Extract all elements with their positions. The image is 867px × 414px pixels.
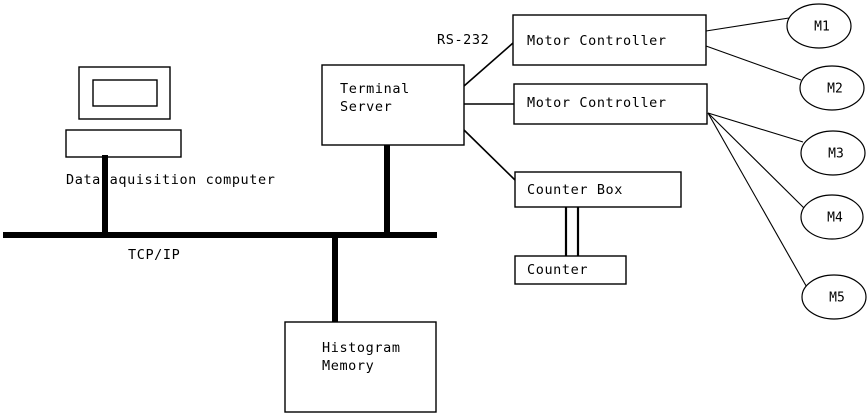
- link-motor-controller-1-to-m1: [705, 17, 790, 32]
- counter-box-group: Counter Box: [514, 171, 682, 208]
- terminal-server-group: Terminal Server: [321, 64, 465, 146]
- link-motor-controller-2-to-m4: [707, 112, 807, 211]
- motor-controller-2-label: Motor Controller: [527, 95, 667, 111]
- motor-m5-label: M5: [829, 291, 845, 306]
- link-motor-controller-2-to-m5: [707, 112, 810, 292]
- counter-box: [514, 171, 682, 208]
- counter-box-display: [514, 255, 627, 285]
- motor-m1-group: M1: [786, 3, 852, 49]
- histogram-memory-box: [284, 321, 437, 413]
- motor-links: [705, 17, 810, 292]
- link-motor-controller-1-to-m2: [705, 45, 802, 81]
- motor-m1-ellipse: [786, 3, 852, 49]
- motor-m3-group: M3: [800, 130, 866, 176]
- counter-label: Counter: [527, 262, 588, 278]
- data-acquisition-computer-group: Data aquisition computer: [65, 66, 275, 188]
- motor-controller-1-group: Motor Controller: [512, 14, 707, 66]
- motor-m3-ellipse: [800, 130, 866, 176]
- motor-m2-label: M2: [827, 82, 843, 97]
- terminal-server-box: [321, 64, 465, 146]
- tcpip-label: TCP/IP: [128, 247, 180, 263]
- motor-m3-label: M3: [828, 147, 844, 162]
- motor-m4-label: M4: [827, 211, 843, 226]
- motor-controller-2-group: Motor Controller: [513, 83, 708, 125]
- histogram-memory-group: Histogram Memory: [284, 321, 437, 413]
- motor-m1-label: M1: [814, 20, 830, 35]
- motor-controller-1-box: [512, 14, 707, 66]
- terminal-server-label-line1: Terminal: [340, 81, 410, 97]
- motor-m5-group: M5: [801, 274, 867, 320]
- terminal-server-label-line2: Server: [340, 99, 392, 115]
- histogram-memory-label-line2: Memory: [322, 358, 374, 374]
- motor-m2-ellipse: [799, 65, 865, 111]
- motor-controller-1-label: Motor Controller: [527, 33, 667, 49]
- rs232-label: RS-232: [437, 32, 489, 48]
- motor-m5-ellipse: [801, 274, 867, 320]
- counter-box-label: Counter Box: [527, 182, 623, 198]
- motor-m2-group: M2: [799, 65, 865, 111]
- link-terminal-server-to-motor-controller-1: [463, 42, 514, 87]
- computer-monitor-screen: [92, 79, 158, 107]
- counter-group: Counter: [514, 255, 627, 285]
- motor-m4-group: M4: [800, 194, 864, 240]
- counter-cable-group: [564, 207, 580, 258]
- motor-controller-2-box: [513, 83, 708, 125]
- histogram-memory-label-line1: Histogram: [322, 340, 401, 356]
- data-acquisition-computer-label: Data aquisition computer: [66, 172, 275, 188]
- link-motor-controller-2-to-m3: [707, 112, 804, 143]
- link-terminal-server-to-counter-box: [463, 129, 517, 182]
- terminal-server-links: [463, 42, 517, 182]
- computer-base: [65, 129, 182, 158]
- motor-m4-ellipse: [800, 194, 864, 240]
